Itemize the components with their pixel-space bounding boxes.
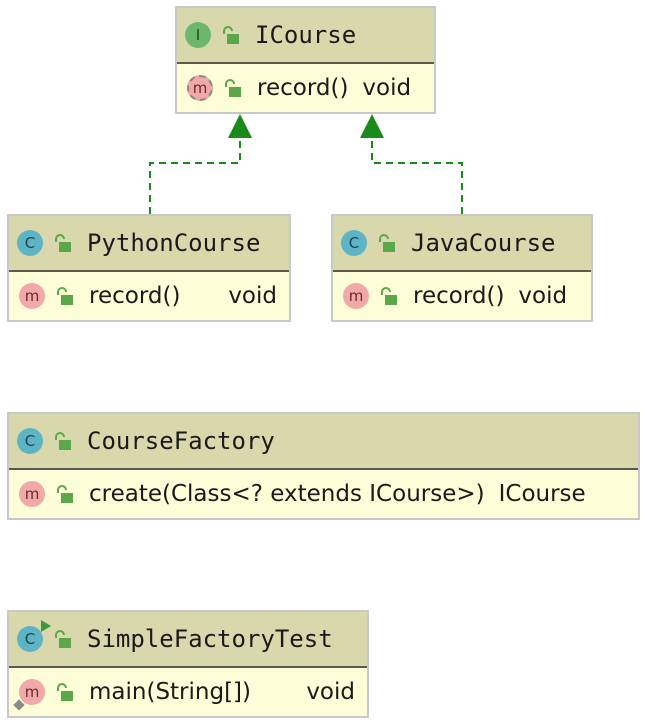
public-lock-icon — [223, 26, 239, 44]
method-icon: m — [19, 283, 45, 309]
method-kind-letter: m — [24, 683, 40, 701]
class-kind-letter: C — [24, 630, 36, 648]
public-lock-icon — [381, 287, 397, 305]
node-header: C PythonCourse — [9, 216, 289, 272]
class-icon: C — [17, 428, 43, 454]
public-lock-icon — [57, 485, 73, 503]
node-title: CourseFactory — [87, 427, 275, 455]
member-type: void — [306, 679, 355, 705]
member-name: main(String[]) — [89, 679, 251, 705]
node-header: C JavaCourse — [333, 216, 591, 272]
public-lock-icon — [379, 234, 395, 252]
member-name: record() — [413, 283, 505, 309]
member-name: record() — [89, 283, 181, 309]
node-pythoncourse[interactable]: C PythonCourse m record() void — [7, 214, 291, 322]
public-lock-icon — [57, 683, 73, 701]
member-row[interactable]: m create(Class<? extends ICourse>) ICour… — [9, 470, 638, 518]
interface-icon: I — [185, 22, 211, 48]
arrowhead-icon — [360, 114, 384, 138]
edge-javacourse-implements-icourse[interactable] — [360, 114, 463, 214]
edge-pythoncourse-implements-icourse[interactable] — [149, 114, 252, 214]
method-icon: m — [343, 283, 369, 309]
node-title: SimpleFactoryTest — [87, 625, 333, 653]
node-header: I ICourse — [177, 8, 434, 64]
node-header: C CourseFactory — [9, 414, 638, 470]
member-name: record() — [257, 75, 349, 101]
member-type: ICourse — [498, 481, 586, 507]
member-row[interactable]: m record() void — [9, 272, 289, 320]
runnable-class-icon: C — [17, 620, 51, 652]
node-icourse[interactable]: I ICourse m record() void — [175, 6, 436, 114]
abstract-method-icon: m — [187, 75, 213, 101]
node-coursefactory[interactable]: C CourseFactory m create(Class<? extends… — [7, 412, 640, 520]
arrowhead-icon — [228, 114, 252, 138]
node-title: ICourse — [255, 21, 357, 49]
member-row[interactable]: m main(String[]) void — [9, 668, 367, 716]
member-type: void — [228, 283, 277, 309]
node-javacourse[interactable]: C JavaCourse m record() void — [331, 214, 593, 322]
method-icon: m — [19, 481, 45, 507]
public-lock-icon — [55, 630, 71, 648]
public-lock-icon — [55, 432, 71, 450]
member-row[interactable]: m record() void — [177, 64, 434, 112]
node-simplefactorytest[interactable]: C SimpleFactoryTest m main(String[]) voi… — [7, 610, 369, 718]
node-title: PythonCourse — [87, 229, 261, 257]
class-icon: C — [17, 230, 43, 256]
member-type: void — [518, 283, 568, 309]
run-arrow-icon — [41, 620, 51, 632]
class-icon: C — [341, 230, 367, 256]
static-method-icon: m — [13, 679, 45, 711]
node-header: C SimpleFactoryTest — [9, 612, 367, 668]
public-lock-icon — [57, 287, 73, 305]
static-marker-icon — [13, 699, 25, 711]
member-type: void — [362, 75, 412, 101]
node-title: JavaCourse — [411, 229, 556, 257]
member-row[interactable]: m record() void — [333, 272, 591, 320]
public-lock-icon — [225, 79, 241, 97]
public-lock-icon — [55, 234, 71, 252]
member-name: create(Class<? extends ICourse>) — [89, 481, 485, 507]
